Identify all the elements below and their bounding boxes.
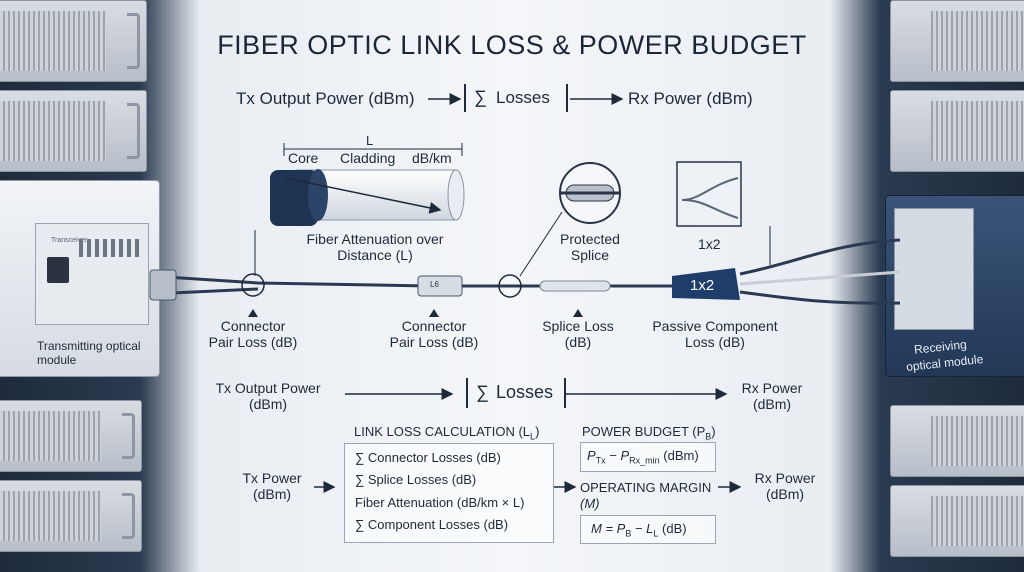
middle-flow-rx-line1: Rx Power xyxy=(741,380,803,396)
link-loss-box: ∑ Connector Losses (dB) ∑ Splice Losses … xyxy=(344,443,554,543)
server-rack-unit xyxy=(890,485,1024,557)
top-flow-losses-bracket: ∑ Losses xyxy=(464,84,568,112)
ethernet-port-icon xyxy=(47,257,69,283)
splice-sleeve xyxy=(539,280,611,292)
splice-marker-circle xyxy=(498,274,522,298)
fiber-cylinder xyxy=(270,169,465,226)
calc-rx-line2: (dBm) xyxy=(765,486,805,502)
server-rack-unit xyxy=(0,0,147,82)
middle-flow-tx-line1: Tx Output Power xyxy=(215,380,321,396)
connector-marker-circle xyxy=(241,273,265,297)
fiber-attenuation-unit: dB/km xyxy=(412,150,452,166)
server-rack-unit xyxy=(0,400,142,472)
operating-margin-title: OPERATING MARGIN xyxy=(580,480,712,495)
inline-connector-text: L6 xyxy=(430,280,439,289)
link-loss-item: Fiber Attenuation (dB/km × L) xyxy=(355,495,525,510)
calc-tx-line1: Tx Power xyxy=(242,470,302,486)
link-loss-item: ∑ Component Losses (dB) xyxy=(355,517,509,532)
receiving-module: Receiving optical module xyxy=(885,195,1024,377)
splitter-inset-label: 1x2 xyxy=(698,236,721,252)
connector-loss-label-line2: Pair Loss (dB) xyxy=(389,334,479,350)
server-rack-unit xyxy=(890,0,1024,82)
module-brand-text: Transceiver xyxy=(51,237,88,244)
middle-flow-rx-line2: (dBm) xyxy=(752,396,792,412)
sum-icon: ∑ xyxy=(474,87,487,107)
splitter-body xyxy=(672,268,740,300)
server-rack-unit xyxy=(0,90,147,172)
server-rack-unit xyxy=(0,480,142,552)
link-loss-title: LINK LOSS CALCULATION (LL) xyxy=(354,424,540,442)
fiber-core-label: Core xyxy=(288,150,319,166)
splitter-body-label: 1x2 xyxy=(690,277,715,294)
operating-margin-formula: M = PB − LL (dB) xyxy=(591,521,687,539)
operating-margin-symbol: (M) xyxy=(580,496,600,511)
splice-loss-label-line1: Splice Loss xyxy=(542,318,614,334)
power-budget-title: POWER BUDGET (PB) xyxy=(582,424,716,442)
splice-inset-line2: Splice xyxy=(570,247,610,263)
tx-module-label: Transmitting optical module xyxy=(37,339,141,367)
calc-rx-line1: Rx Power xyxy=(754,470,816,486)
top-flow-rx: Rx Power (dBm) xyxy=(628,89,753,108)
splice-inset-line1: Protected xyxy=(560,231,620,247)
middle-flow-losses-bracket: ∑ Losses xyxy=(466,378,566,408)
calc-tx-line2: (dBm) xyxy=(252,486,292,502)
link-loss-item: ∑ Connector Losses (dB) xyxy=(355,450,501,465)
connector-loss-label-line1: Connector xyxy=(220,318,286,334)
middle-flow-tx-line2: (dBm) xyxy=(248,396,288,412)
connector-loss-label-line2: Pair Loss (dB) xyxy=(208,334,298,350)
fiber-cladding-label: Cladding xyxy=(340,150,396,166)
top-flow-losses-label: Losses xyxy=(496,88,550,107)
server-rack-unit xyxy=(890,90,1024,172)
component-loss-label-line1: Passive Component xyxy=(652,318,778,334)
power-budget-box: PTx − PRx_min (dBm) xyxy=(580,442,716,472)
transmitting-module: Transceiver Transmitting optical module xyxy=(0,180,160,377)
link-loss-item: ∑ Splice Losses (dB) xyxy=(355,472,477,487)
connector-loss-label-line1: Connector xyxy=(401,318,467,334)
fiber-caption-line2: Distance (L) xyxy=(337,247,413,263)
inline-connector xyxy=(417,275,463,297)
fiber-length-label: L xyxy=(366,133,374,148)
server-rack-unit xyxy=(890,405,1024,477)
power-budget-formula: PTx − PRx_min (dBm) xyxy=(587,448,699,466)
page-title: FIBER OPTIC LINK LOSS & POWER BUDGET xyxy=(217,30,807,60)
middle-flow-losses-label: Losses xyxy=(496,382,554,402)
sum-icon: ∑ xyxy=(476,382,489,402)
status-led-grid xyxy=(79,239,139,257)
fiber-caption-line1: Fiber Attenuation over xyxy=(306,231,444,247)
splice-loss-label-line2: (dB) xyxy=(564,334,592,350)
operating-margin-box: M = PB − LL (dB) xyxy=(580,515,716,544)
module-faceplate xyxy=(894,208,974,330)
tx-connector xyxy=(149,269,177,301)
component-loss-label-line2: Loss (dB) xyxy=(685,334,745,350)
top-flow-tx: Tx Output Power (dBm) xyxy=(236,89,415,108)
